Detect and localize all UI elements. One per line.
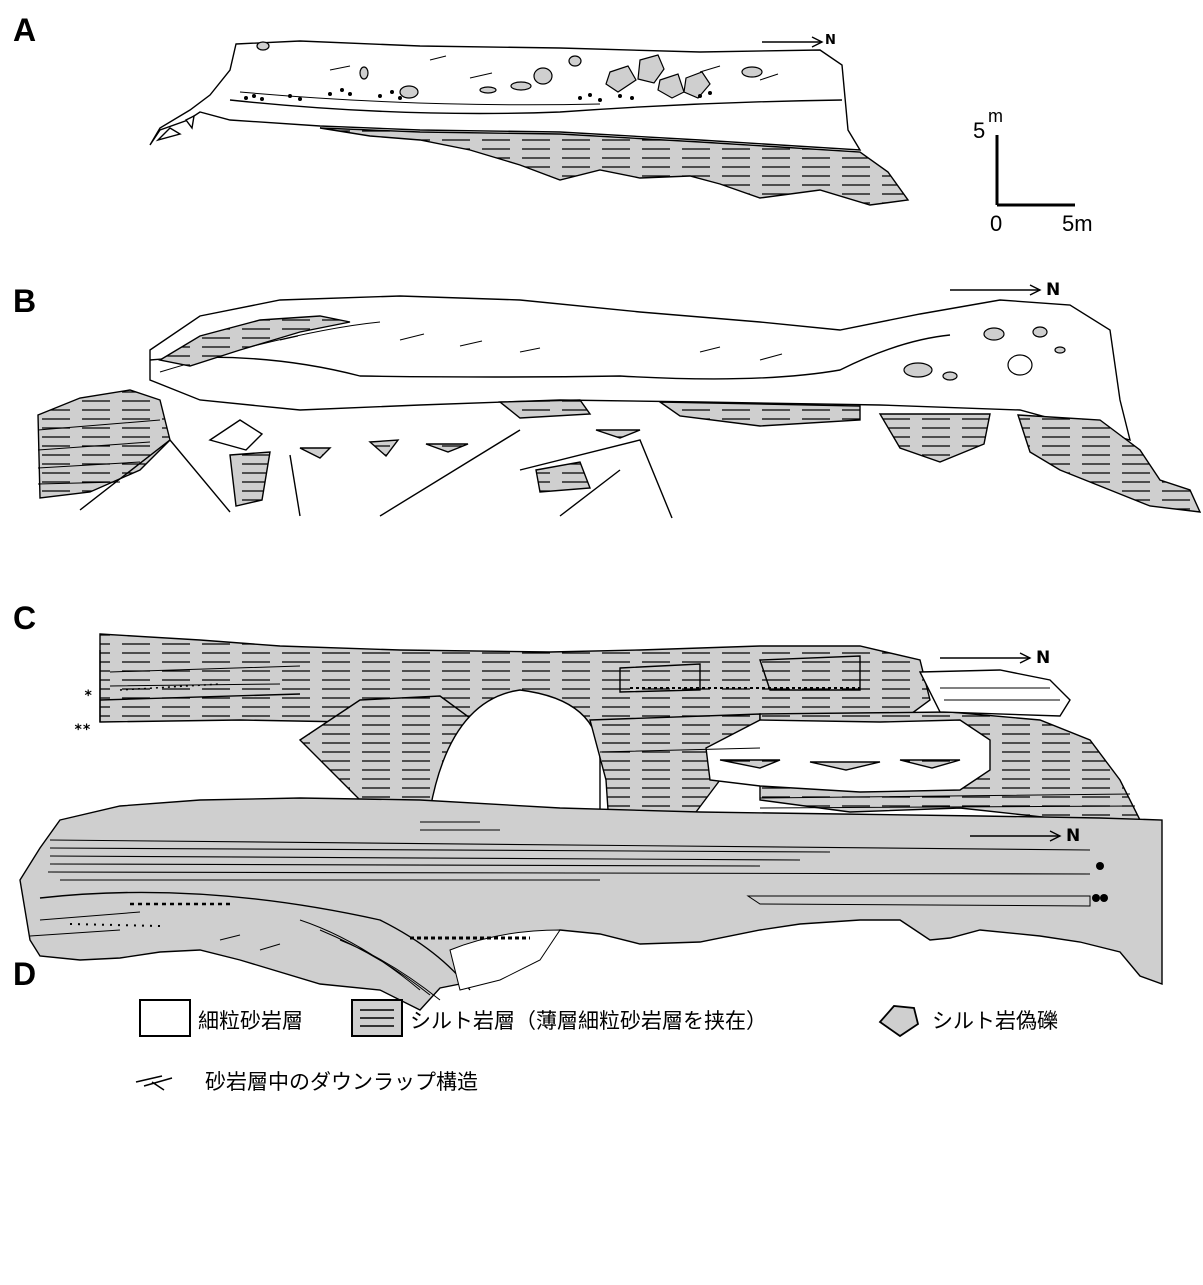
legend-clast-icon — [880, 1006, 918, 1036]
panel-b-silt-left — [38, 390, 170, 498]
legend-downlap-label: 砂岩層中のダウンラップ構造 — [205, 1066, 478, 1096]
scale-bar — [997, 135, 1075, 205]
panel-d-north-label: N — [1066, 826, 1080, 846]
panel-b-north-arrow — [950, 285, 1040, 295]
scale-origin-label: 0 — [990, 211, 1002, 237]
panel-a-north-label: N — [825, 33, 836, 48]
panel-c-label: C — [13, 602, 36, 634]
panel-c-marker-double: ** — [74, 722, 91, 738]
panel-d-silt — [20, 798, 1162, 1010]
scale-vertical-unit: m — [988, 106, 1003, 127]
panel-d-label: D — [13, 958, 36, 990]
panel-a-label: A — [13, 14, 36, 46]
panel-a-sketch — [150, 41, 908, 205]
scale-vertical-label: 5 — [973, 118, 985, 144]
scale-horizontal-label: 5m — [1062, 211, 1093, 237]
panel-c-north-label: N — [1036, 648, 1050, 668]
legend-siltstone-swatch — [352, 1000, 402, 1036]
panel-c-north-arrow — [940, 653, 1030, 663]
panel-b-silt-right — [1018, 415, 1200, 512]
legend-sandstone-swatch — [140, 1000, 190, 1036]
legend-siltstone-label: シルト岩層（薄層細粒砂岩層を挟在） — [410, 1005, 767, 1035]
legend-downlap-icon — [136, 1076, 172, 1090]
panel-a-north-arrow — [762, 37, 822, 47]
panel-c-marker-single: * — [84, 688, 92, 704]
panel-b-north-label: N — [1046, 280, 1060, 300]
panel-b-sketch — [38, 296, 1200, 518]
legend-sandstone-label: 細粒砂岩層 — [198, 1005, 303, 1035]
legend-clast-label: シルト岩偽礫 — [932, 1005, 1058, 1035]
panel-d-sketch — [20, 798, 1162, 1010]
panel-b-label: B — [13, 285, 36, 317]
